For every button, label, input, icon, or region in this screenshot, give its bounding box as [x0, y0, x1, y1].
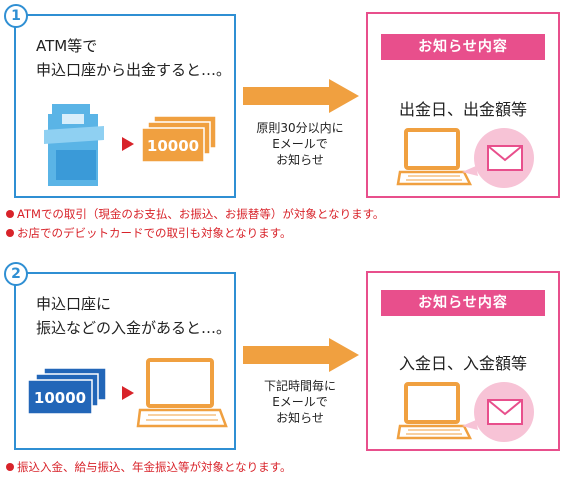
step1-note: ATMでの取引（現金のお支払、お振込、お振替等）が対象となります。	[6, 206, 384, 222]
laptop-icon	[136, 358, 228, 428]
triangle-right-icon	[122, 137, 134, 151]
step2-note: 振込入金、給与振込、年金振込等が対象となります。	[6, 459, 292, 475]
red-dot-icon	[6, 463, 14, 471]
step2-title: 申込口座に 振込などの入金があると…。	[36, 295, 232, 337]
step2-arrow-caption: 下記時間毎に Eメールで お知らせ	[263, 379, 336, 425]
laptop-icon	[396, 382, 473, 440]
atm-icon	[44, 104, 104, 186]
step2-number-circle-icon: 2	[4, 262, 28, 286]
red-dot-icon	[6, 210, 14, 218]
step2-notice-detail: 入金日、入金額等	[398, 354, 527, 373]
step2-notice-header: お知らせ内容	[381, 290, 545, 316]
banknote-icon: 10000	[27, 367, 107, 415]
triangle-right-icon	[122, 386, 134, 400]
banknote-icon: 10000	[141, 115, 217, 163]
step1-notice-detail: 出金日、出金額等	[398, 100, 527, 119]
step1-number-circle-icon: 1	[4, 4, 28, 28]
email-bubble-icon	[462, 128, 534, 188]
email-bubble-icon	[462, 382, 534, 442]
step1-banknote-amount: 10000	[147, 137, 199, 155]
step1-note: お店でのデビットカードでの取引も対象となります。	[6, 225, 292, 241]
step2-banknote-amount: 10000	[34, 389, 86, 407]
step1-arrow-caption: 原則30分以内に Eメールで お知らせ	[256, 121, 344, 167]
arrow-right-icon	[243, 79, 359, 113]
laptop-icon	[396, 128, 473, 186]
step1-notice-header: お知らせ内容	[381, 34, 545, 60]
arrow-right-icon	[243, 338, 359, 372]
step1-title: ATM等で 申込口座から出金すると…。	[36, 37, 232, 79]
red-dot-icon	[6, 229, 14, 237]
